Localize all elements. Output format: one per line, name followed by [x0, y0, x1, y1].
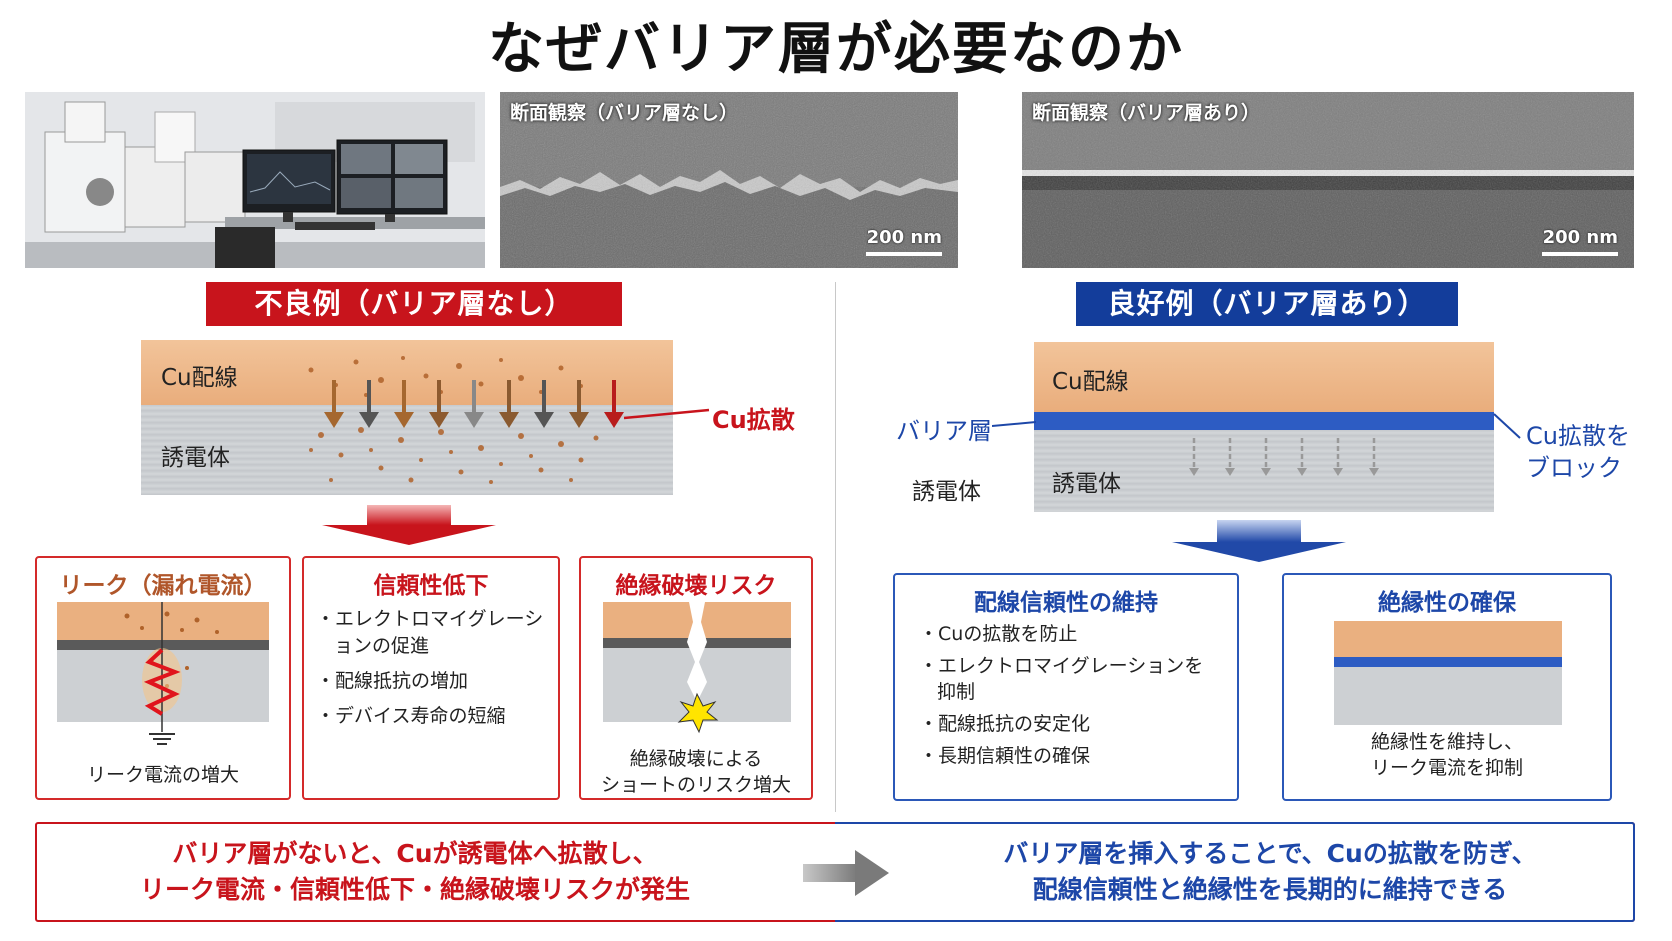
summary-right-line: バリア層を挿入することで、Cuの拡散を防ぎ、 [1003, 839, 1537, 868]
cu-layer [1034, 342, 1494, 412]
cu-layer-label: Cu配線 [161, 365, 238, 391]
breakdown-risk-title: 絶縁破壊リスク [615, 573, 777, 599]
barrier-layer-label: バリア層 [896, 417, 992, 445]
list-item: ・配線抵抗の増加 [316, 670, 469, 692]
reliability-maintain-title: 配線信頼性の維持 [974, 590, 1158, 616]
sem-label-with-barrier: 断面観察（バリア層あり） [1032, 102, 1261, 124]
cu-layer [141, 340, 673, 405]
lab-equipment-illustration [25, 92, 485, 268]
leak-illustration [57, 602, 269, 745]
insulation-card-title: 絶縁性の確保 [1378, 590, 1516, 616]
leak-card-caption: リーク電流の増大 [86, 764, 239, 786]
block-label-line: ブロック [1526, 454, 1622, 482]
sem-image-with-barrier: 断面観察（バリア層あり） 200 nm [1022, 92, 1634, 268]
block-pointer-line [1493, 413, 1521, 439]
reliability-maintain-list: ・Cuの拡散を防止 ・エレクトロマイグレーションを抑制 ・配線抵抗の安定化 ・長… [919, 621, 1219, 775]
bad-example-header: 不良例（バリア層なし） [206, 282, 622, 326]
reliability-maintain-card: 配線信頼性の維持 ・Cuの拡散を防止 ・エレクトロマイグレーションを抑制 ・配線… [893, 573, 1239, 801]
sem-label-without-barrier: 断面観察（バリア層なし） [510, 102, 739, 124]
summary-box-right [835, 822, 1635, 922]
arrow-right-icon [803, 850, 889, 896]
scale-bar [866, 252, 942, 256]
bad-layer-diagram: Cu配線 誘電体 [141, 340, 673, 495]
list-item: ・エレクトロマイグレーションの促進 [316, 608, 544, 657]
cu-diffusion-label: Cu拡散 [712, 406, 795, 434]
summary-left-line: リーク電流・信頼性低下・絶縁破壊リスクが発生 [139, 875, 690, 904]
breakdown-illustration [603, 602, 791, 734]
dielectric-layer-label: 誘電体 [161, 445, 230, 471]
caption-line: 絶縁破壊による [629, 748, 763, 770]
block-label-line: Cu拡散を [1526, 422, 1630, 450]
reliability-decrease-list: ・エレクトロマイグレーションの促進 ・配線抵抗の増加 ・デバイス寿命の短縮 [316, 606, 552, 738]
red-down-arrow-icon [322, 505, 496, 545]
list-item: ・エレクトロマイグレーションを抑制 [919, 655, 1204, 703]
center-divider [835, 282, 836, 812]
leak-card-title: リーク（漏れ電流） [59, 573, 267, 599]
diffusion-pointer-line [624, 408, 710, 420]
leak-card: リーク（漏れ電流） リーク電流の増大 [35, 556, 291, 800]
list-item: ・長期信頼性の確保 [919, 745, 1091, 767]
scale-label: 200 nm [1542, 227, 1618, 248]
sem-rough-interface [500, 92, 958, 268]
barrier-pointer-line [992, 421, 1037, 427]
scale-bar [1542, 252, 1618, 256]
dielectric-outside-label: 誘電体 [912, 479, 981, 505]
cu-diffusion-arrows [308, 356, 624, 484]
barrier-layer [1034, 412, 1494, 430]
scale-label: 200 nm [866, 227, 942, 248]
lab-photo [25, 92, 485, 268]
breakdown-risk-caption: 絶縁破壊による ショートのリスク増大 [581, 746, 811, 798]
list-item: ・配線抵抗の安定化 [919, 713, 1091, 735]
cu-layer-label: Cu配線 [1052, 369, 1129, 395]
summary-left: バリア層がないと、Cuが誘電体へ拡散し、 リーク電流・信頼性低下・絶縁破壊リスク… [50, 836, 780, 908]
list-item: ・Cuの拡散を防止 [919, 623, 1078, 645]
summary-right: バリア層を挿入することで、Cuの拡散を防ぎ、 配線信頼性と絶縁性を長期的に維持で… [920, 836, 1620, 908]
insulation-card: 絶縁性の確保 絶縁性を維持し、 リーク電流を抑制 [1282, 573, 1612, 801]
list-item: ・デバイス寿命の短縮 [316, 705, 506, 727]
sem-image-without-barrier: 断面観察（バリア層なし） 200 nm [500, 92, 958, 268]
block-diffusion-label: Cu拡散を ブロック [1526, 420, 1630, 484]
reliability-decrease-card: 信頼性低下 ・エレクトロマイグレーションの促進 ・配線抵抗の増加 ・デバイス寿命… [302, 556, 560, 800]
insulation-card-caption: 絶縁性を維持し、 リーク電流を抑制 [1284, 729, 1610, 781]
sem-smooth-interface [1022, 92, 1634, 268]
page-title: なぜバリア層が必要なのか [488, 17, 1184, 82]
blocked-diffusion-arrows [1189, 438, 1379, 476]
caption-line: ショートのリスク増大 [600, 774, 791, 796]
insulation-illustration [1334, 621, 1562, 725]
blue-down-arrow-icon [1172, 520, 1346, 562]
good-example-header: 良好例（バリア層あり） [1076, 282, 1458, 326]
caption-line: 絶縁性を維持し、 [1370, 731, 1523, 753]
summary-right-line: 配線信頼性と絶縁性を長期的に維持できる [1032, 875, 1508, 904]
reliability-decrease-title: 信頼性低下 [373, 573, 489, 599]
caption-line: リーク電流を抑制 [1370, 757, 1523, 779]
dielectric-layer-label: 誘電体 [1052, 471, 1121, 497]
breakdown-risk-card: 絶縁破壊リスク 絶縁破壊による ショートのリスク増大 [579, 556, 813, 800]
good-layer-diagram: Cu配線 誘電体 [1034, 342, 1494, 512]
summary-left-line: バリア層がないと、Cuが誘電体へ拡散し、 [172, 839, 658, 868]
